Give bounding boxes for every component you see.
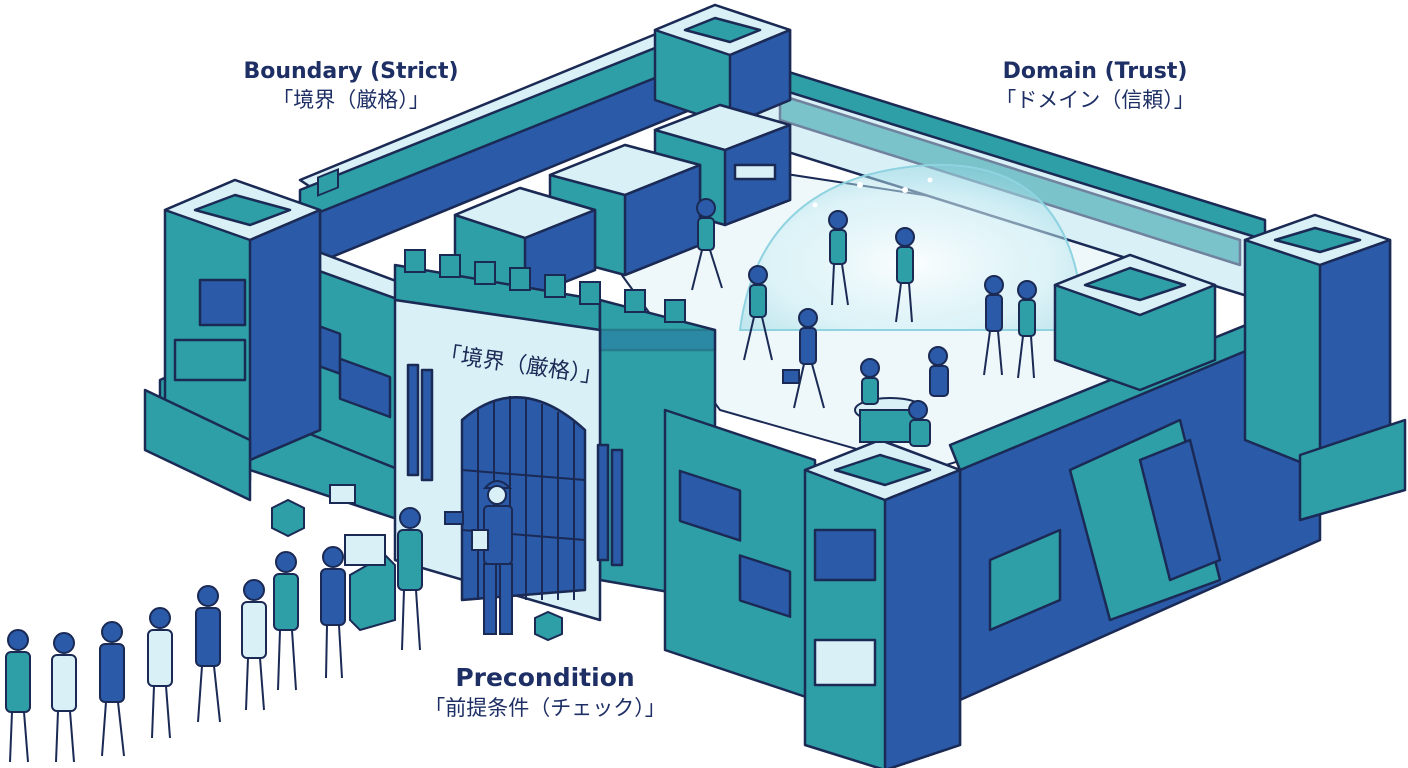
back-left-wall (298, 18, 707, 272)
person-inside-7 (1017, 280, 1037, 379)
person-inside-3 (828, 210, 849, 306)
person-inside-4 (895, 227, 915, 323)
domain-label: Domain (Trust) 「ドメイン（信頼）」 (970, 58, 1220, 114)
package-boxes (271, 498, 563, 642)
tower-inner-right (1053, 253, 1217, 392)
queue-person-6 (147, 607, 173, 739)
boundary-label: Boundary (Strict) 「境界（厳格）」 (220, 58, 482, 114)
person-inside-1 (691, 198, 723, 291)
person-inside-9 (928, 346, 949, 397)
tower-right (1243, 213, 1407, 522)
boundary-label-jp: 「境界（厳格）」 (272, 88, 430, 112)
guard (444, 480, 513, 635)
queue-people (5, 507, 423, 763)
boundary-label-en: Boundary (Strict) (243, 59, 459, 84)
back-left-crenellations (317, 168, 339, 197)
person-inside-8 (860, 358, 880, 405)
tower-front (803, 438, 962, 768)
tower-left (143, 178, 322, 502)
precondition-label-jp: 「前提条件（チェック）」 (424, 696, 666, 720)
person-inside-6 (983, 275, 1004, 376)
queue-person-1 (397, 507, 423, 651)
person-inside-10 (908, 400, 931, 447)
dome-sparkles (812, 177, 933, 208)
domain-label-en: Domain (Trust) (1002, 59, 1188, 84)
domain-label-jp: 「ドメイン（信頼）」 (995, 88, 1195, 112)
precondition-label: Precondition 「前提条件（チェック）」 (400, 662, 690, 722)
front-center-wall (663, 408, 817, 702)
queue-person-7 (99, 621, 125, 757)
gatehouse-crenellations (404, 249, 686, 323)
gatehouse (393, 263, 717, 622)
precondition-label-en: Precondition (455, 663, 635, 692)
queue-person-8 (51, 632, 77, 763)
person-inside-5 (782, 308, 825, 409)
queue-person-9 (5, 629, 31, 763)
check-kiosk (329, 484, 396, 632)
queue-person-3 (273, 551, 299, 691)
person-inside-2 (743, 265, 773, 361)
queue-person-2 (320, 546, 346, 679)
queue-person-4 (241, 579, 267, 711)
domain-people (691, 198, 1037, 447)
queue-person-5 (195, 585, 221, 723)
tower-back (653, 3, 792, 127)
